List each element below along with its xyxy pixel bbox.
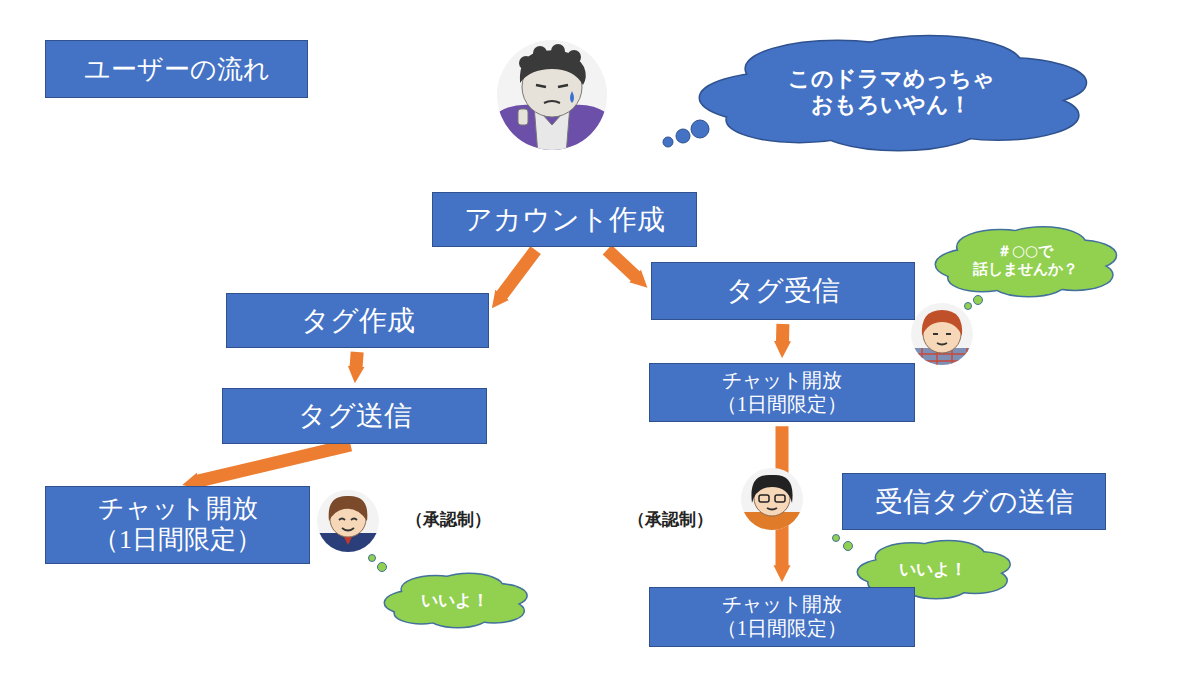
flow-arrow [607,250,636,277]
process-box: チャット開放 （1日間限定） [45,486,310,564]
box-text: 受信タグの送信 [875,485,1074,518]
thought-dot [965,303,972,310]
avatar-mouth [544,101,560,103]
thought-dot [676,129,690,143]
process-box: チャット開放 （1日間限定） [649,587,915,647]
box-text: チャット開放 （1日間限定） [682,369,882,416]
box-text: アカウント作成 [464,203,665,236]
avatar [738,468,806,537]
sweat-drop [570,91,574,103]
box-text: チャット開放 （1日間限定） [68,494,288,555]
cloud-outline [753,53,1028,137]
process-box: タグ作成 [226,293,489,348]
avatar-curl [551,44,565,58]
title-box: ユーザーの流れ [45,40,308,98]
speech-cloud: いいよ！ [385,573,525,627]
avatar-figure [908,310,976,372]
avatar-hair [329,496,368,521]
cloud-fill [961,237,1089,287]
thought-dot [369,555,376,562]
avatar-hand [518,109,528,125]
box-text: タグ作成 [301,304,415,337]
process-box: タグ送信 [222,388,487,444]
speech-text: いいよ！ [878,559,988,579]
cloud-fill [753,53,1028,137]
avatar-curl [567,50,581,64]
box-text: チャット開放 （1日間限定） [682,593,882,640]
avatar-hair [751,475,792,503]
avatar-mouth [767,508,777,510]
box-text: タグ送信 [298,399,412,432]
avatar-figure [492,44,612,155]
thought-dot [974,296,983,305]
speech-cloud: このドラマめっちゃ おもろいやん！ [700,34,1082,150]
thought-dot [378,563,387,572]
flow-arrow [198,445,351,481]
approval-note: （承認制） [406,508,491,531]
thought-dot [663,137,673,147]
process-box: アカウント作成 [432,192,697,247]
cloud-fill [405,582,506,621]
process-box: チャット開放 （1日間限定） [649,363,915,422]
avatar-figure [738,475,806,537]
avatar-glasses [759,495,769,502]
cloud-outline [961,237,1089,287]
cloud-outline [405,582,506,621]
speech-text: いいよ！ [405,590,505,610]
cloud-fill [879,549,987,591]
thought-dot [833,535,840,542]
flow-arrow [502,250,536,295]
flow-arrow [776,324,789,342]
avatar-figure [314,496,382,559]
process-box: タグ受信 [651,262,915,320]
approval-note: （承認制） [628,508,713,531]
flow-arrow [356,352,357,367]
avatar-glasses [775,495,785,502]
avatar-curl [533,46,547,60]
avatar-eyes [536,85,568,87]
avatar [314,490,382,559]
avatar-curl [519,56,533,70]
cloud-outline [879,549,987,591]
process-box: 受信タグの送信 [842,473,1106,530]
box-text: タグ受信 [726,274,840,307]
speech-cloud: ＃○○で 話しませんか？ [936,226,1114,296]
thought-dot [844,542,853,551]
avatar [492,40,612,155]
speech-text: ＃○○で 話しませんか？ [965,243,1085,278]
avatar-eyes [339,519,357,531]
avatar [908,303,976,372]
avatar-hair [922,310,962,336]
thought-dot [691,120,709,138]
avatar-eyes [933,334,951,345]
speech-text: このドラマめっちゃ おもろいやん！ [784,66,999,118]
